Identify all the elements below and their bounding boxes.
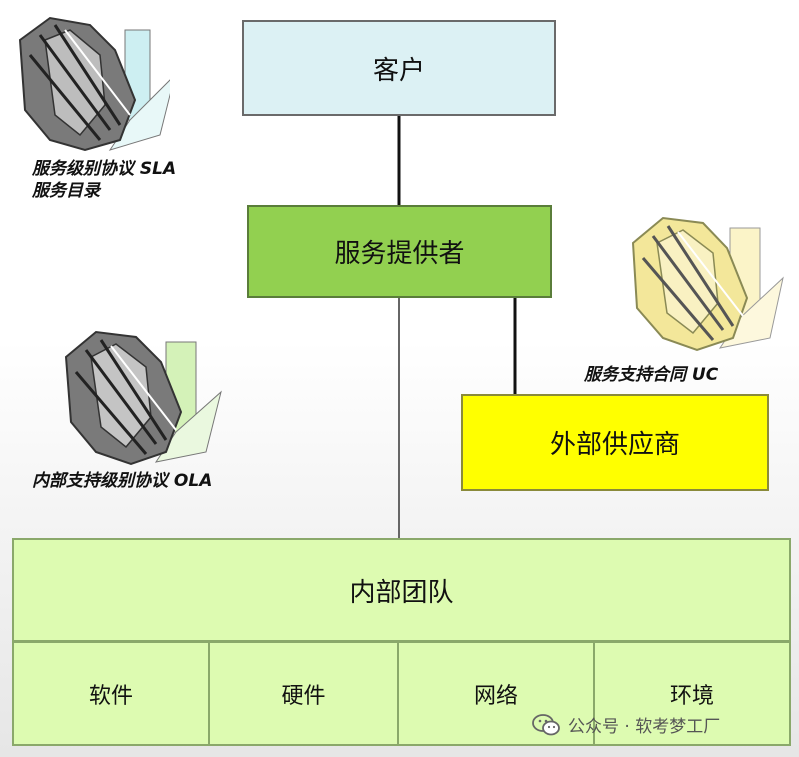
sla-label: 服务级别协议 SLA 服务目录 [32, 158, 176, 202]
ola-label: 内部支持级别协议 OLA [32, 471, 213, 491]
service-catalog-title: 服务目录 [32, 181, 100, 201]
hardware-box: 硬件 [208, 641, 399, 746]
network-label: 网络 [473, 683, 518, 709]
internal-team-label: 内部团队 [349, 577, 454, 608]
ola-document-icon [64, 330, 222, 466]
software-label: 软件 [88, 683, 133, 709]
hardware-label: 硬件 [281, 683, 326, 709]
customer-box: 客户 [242, 20, 556, 116]
external-supplier-label: 外部供应商 [549, 430, 680, 460]
watermark-text: 公众号 · 软考梦工厂 [568, 717, 721, 737]
service-provider-label: 服务提供者 [334, 239, 465, 269]
environment-box: 环境 [593, 641, 791, 746]
wechat-icon [532, 713, 560, 735]
sla-document-icon [18, 16, 170, 152]
external-supplier-box: 外部供应商 [461, 394, 769, 491]
uc-label: 服务支持合同 UC [584, 365, 719, 385]
environment-label: 环境 [669, 683, 714, 709]
watermark: 公众号 · 软考梦工厂 [532, 712, 720, 737]
customer-label: 客户 [372, 55, 425, 86]
uc-document-icon [631, 216, 784, 352]
service-provider-box: 服务提供者 [247, 205, 552, 298]
software-box: 软件 [12, 641, 210, 746]
network-box: 网络 [397, 641, 595, 746]
internal-team-box: 内部团队 [12, 538, 791, 642]
sla-title: 服务级别协议 SLA [32, 159, 177, 179]
